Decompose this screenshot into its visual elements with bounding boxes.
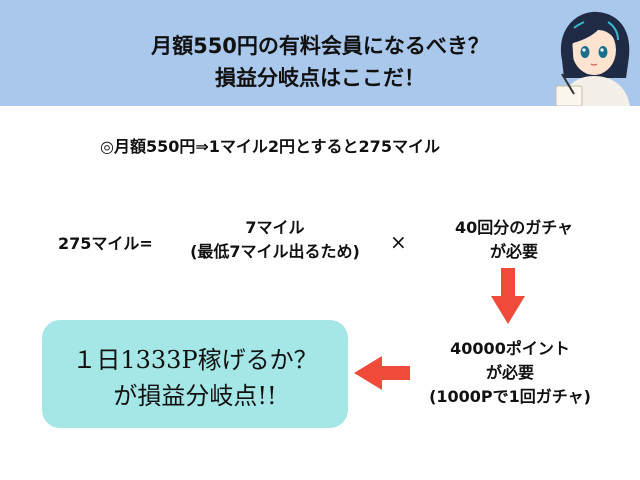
result-line-1: １日1333P稼げるか？ bbox=[72, 346, 318, 374]
result-box: １日1333P稼げるか？ が損益分岐点!! bbox=[42, 320, 348, 428]
multiply-operator: × bbox=[390, 230, 407, 254]
premise-text: ◎月額550円⇒1マイル2円とすると275マイル bbox=[100, 137, 440, 156]
points-line-2: が必要 bbox=[485, 363, 534, 382]
equation-middle-line-1: 7マイル bbox=[245, 218, 305, 237]
equation-rhs-term: 40回分のガチャ が必要 bbox=[424, 216, 604, 264]
points-requirement: 40000ポイント が必要 (1000Pで1回ガチャ) bbox=[400, 337, 620, 409]
equation-rhs-line-2: が必要 bbox=[489, 242, 538, 261]
equation-middle-term: 7マイル (最低7マイル出るため) bbox=[160, 216, 390, 264]
points-line-1: 40000ポイント bbox=[450, 339, 570, 358]
girl-character-illustration bbox=[555, 11, 630, 106]
left-arrow-icon bbox=[354, 356, 410, 390]
points-line-3: (1000Pで1回ガチャ) bbox=[429, 387, 591, 406]
equation-rhs-line-1: 40回分のガチャ bbox=[454, 218, 574, 237]
title-line-1: 月額550円の有料会員になるべき？ bbox=[151, 34, 489, 58]
title-line-2: 損益分岐点はここだ！ bbox=[215, 66, 425, 90]
equation-middle-line-2: (最低7マイル出るため) bbox=[190, 242, 360, 261]
down-arrow-icon bbox=[491, 268, 525, 324]
header-banner bbox=[0, 0, 640, 106]
result-line-2: が損益分岐点!! bbox=[113, 382, 277, 410]
equation-lhs: 275マイル= bbox=[58, 234, 153, 253]
